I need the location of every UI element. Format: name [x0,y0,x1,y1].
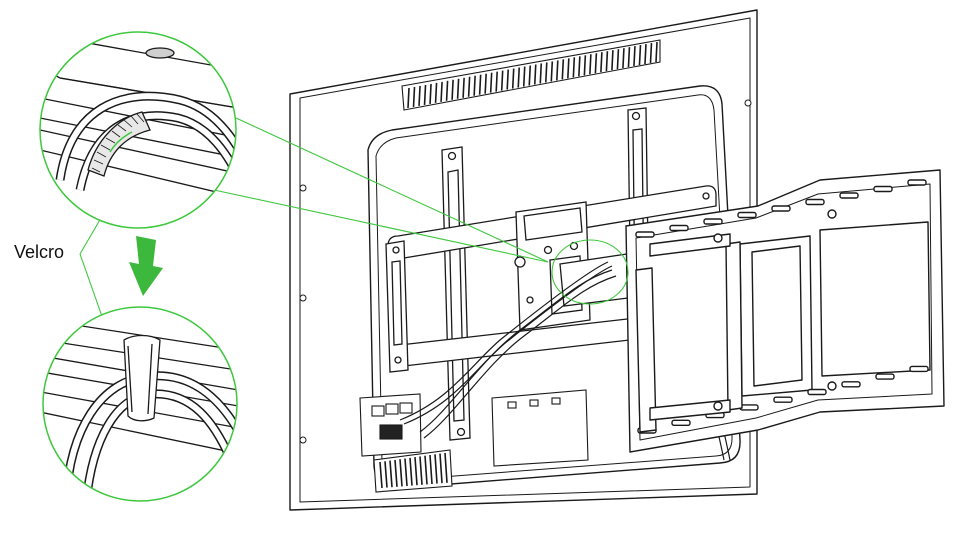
vent-slat [445,80,449,101]
vent-slat [423,84,427,105]
vent-slat [407,87,410,109]
vent-slat [389,460,393,488]
velcro-label: Velcro [14,242,65,262]
callout-lines [79,117,629,323]
vent-slat [439,453,443,484]
bottom-vent [373,449,453,493]
top-vent [401,39,661,111]
vent-slat [419,456,423,485]
vent-slat [511,68,515,89]
vent-slat [404,458,408,487]
plate-slot [805,198,825,206]
plate-slot [739,404,759,411]
vent-slat [583,55,587,76]
vent-slat [412,86,416,108]
vent-slat [528,65,532,86]
plate-slot [703,218,723,225]
vent-slat [434,454,438,484]
plate-slot [907,179,927,186]
vent-slat [444,452,448,483]
vent-slat [467,76,471,97]
bezel-screws [299,99,752,444]
detail-circle-before [39,31,237,229]
plate-slot [873,185,893,193]
plate-slot [807,388,827,396]
vent-slat [429,454,433,485]
vent-slat [655,41,658,63]
vent-slat [605,51,609,72]
vent-slat [649,42,653,64]
vent-slat [622,48,625,69]
vent-slat [478,74,482,95]
vent-slat [473,75,476,96]
vent-slat [578,56,581,77]
plate-slot [839,192,859,199]
vent-slat [611,50,614,71]
plate-slot [841,381,861,388]
vent-slat [506,69,509,90]
vent-slat [522,66,526,87]
vent-slat [384,461,388,488]
vent-slat [409,457,413,486]
port-panel [359,393,422,457]
rear-box [491,389,589,467]
plate-slot [671,419,691,426]
vent-slat [600,52,603,73]
vent-slat [484,73,487,94]
plate-slot [909,365,929,373]
vent-slat [544,62,548,83]
detail-circle-after [42,306,238,502]
plate-slot [635,231,655,238]
vent-slat [456,78,460,99]
plate-slot [669,224,689,232]
vent-slat [594,53,598,74]
vent-slat [379,461,383,489]
vent-slat [394,459,398,487]
vent-slat [627,47,631,68]
vent-slat [500,70,504,91]
vent-slat [399,459,403,487]
plate-slot [737,211,757,219]
plate-slot [771,205,791,212]
vent-slat [633,46,636,67]
vent-slat [561,59,565,80]
vent-slat [572,57,576,78]
vent-slat [440,81,443,102]
plate-slot [875,373,895,380]
vent-slat [616,49,620,70]
vent-slat [414,457,418,486]
vent-slat [589,54,592,75]
vent-slat [495,71,498,92]
vent-slat [462,77,465,98]
vent-slat [424,455,428,485]
vent-slat [489,72,493,93]
vent-slat [638,45,642,66]
vent-slat [539,63,543,84]
vent-slat [418,85,421,106]
vent-slat [644,44,647,65]
vent-slat [550,61,554,82]
down-arrow-icon [129,236,163,296]
plate-slot [773,396,793,403]
vent-slat [556,60,559,81]
vent-slat [451,79,454,100]
vent-slat [517,67,521,88]
vent-slat [567,58,570,79]
vent-slat [429,83,432,104]
vent-slat [434,82,438,103]
vent-slat [533,64,537,85]
mount-plate [625,169,945,453]
